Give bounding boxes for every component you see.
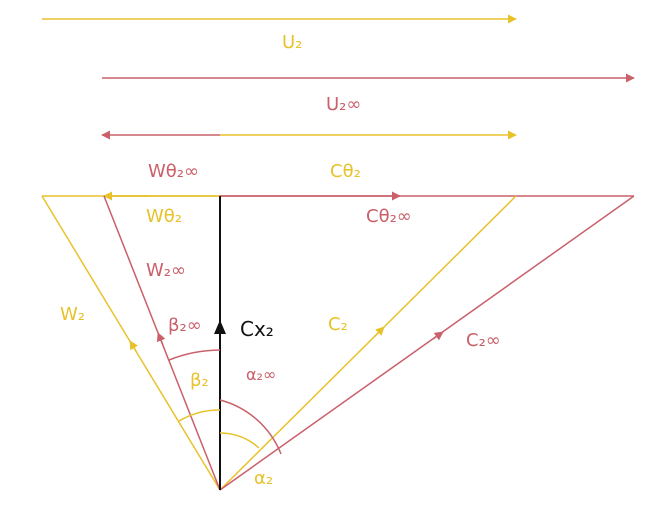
cx2-arrowhead: [214, 320, 226, 334]
w-theta2-label: Wθ₂: [146, 206, 182, 227]
w2inf-arrowhead: [156, 332, 166, 346]
w2-label: W₂: [60, 304, 85, 325]
w-theta2inf-label: Wθ₂∞: [148, 161, 199, 182]
c2inf-arrowhead: [432, 331, 444, 341]
c-theta2-label: Cθ₂: [330, 161, 361, 182]
u2inf-label: U₂∞: [326, 94, 361, 115]
beta2-arc: [178, 409, 221, 422]
c2-vector: [219, 195, 517, 491]
cx2-label: Cx₂: [240, 317, 274, 341]
w2inf-label: W₂∞: [146, 260, 186, 281]
alpha2inf-label: α₂∞: [246, 365, 276, 384]
w2-arrowhead: [129, 340, 139, 352]
alpha2-arc: [219, 432, 260, 449]
u2-label: U₂: [282, 32, 302, 53]
beta2inf-label: β₂∞: [168, 315, 202, 336]
alpha2-label: α₂: [254, 468, 273, 489]
c2inf-vector: [219, 195, 635, 491]
c2inf-label: C₂∞: [466, 330, 501, 351]
alpha2inf-arc: [219, 399, 282, 455]
c2-arrowhead: [373, 326, 385, 338]
beta2-label: β₂: [190, 370, 209, 391]
beta2inf-arc: [168, 349, 221, 361]
c-theta2inf-label: Cθ₂∞: [366, 206, 412, 227]
c2-label: C₂: [328, 314, 348, 335]
